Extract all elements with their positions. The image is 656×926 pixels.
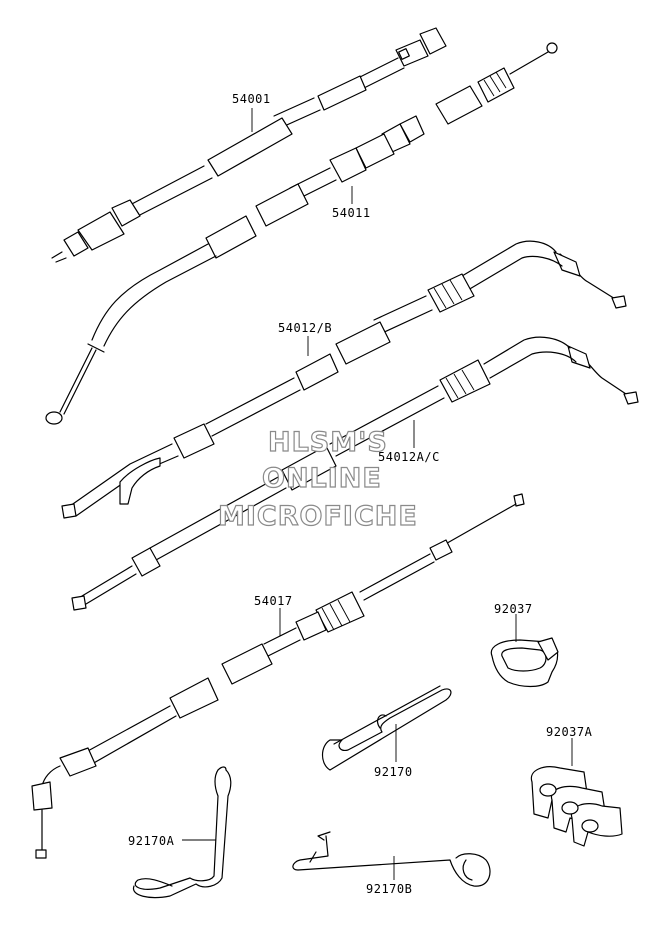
cable-54001 [51, 27, 447, 263]
label-92170b[interactable]: 92170B [366, 882, 413, 896]
watermark-line-2: ONLINE [261, 463, 382, 494]
label-54001[interactable]: 54001 [232, 92, 271, 106]
bracket-92170b [292, 831, 491, 887]
leader-lines [182, 108, 573, 880]
bracket-92170a [132, 766, 232, 899]
label-54017[interactable]: 54017 [254, 594, 293, 608]
clamp-92037a [530, 766, 623, 847]
label-54012ac[interactable]: 54012A/C [378, 450, 440, 464]
watermark-line-3: MICROFICHE [217, 501, 418, 532]
bracket-92170 [321, 685, 452, 771]
label-54011[interactable]: 54011 [332, 206, 371, 220]
label-54012b[interactable]: 54012/B [278, 321, 333, 335]
clamp-92037 [490, 637, 559, 688]
label-92037a[interactable]: 92037A [546, 725, 593, 739]
cable-54017 [31, 493, 525, 859]
label-92170[interactable]: 92170 [374, 765, 413, 779]
watermark-line-1: HLSM'S [267, 427, 388, 458]
cable-54012ac [71, 336, 639, 611]
cable-54012b [61, 240, 627, 519]
label-92037[interactable]: 92037 [494, 602, 533, 616]
cable-54011 [45, 42, 558, 425]
label-92170a[interactable]: 92170A [128, 834, 175, 848]
